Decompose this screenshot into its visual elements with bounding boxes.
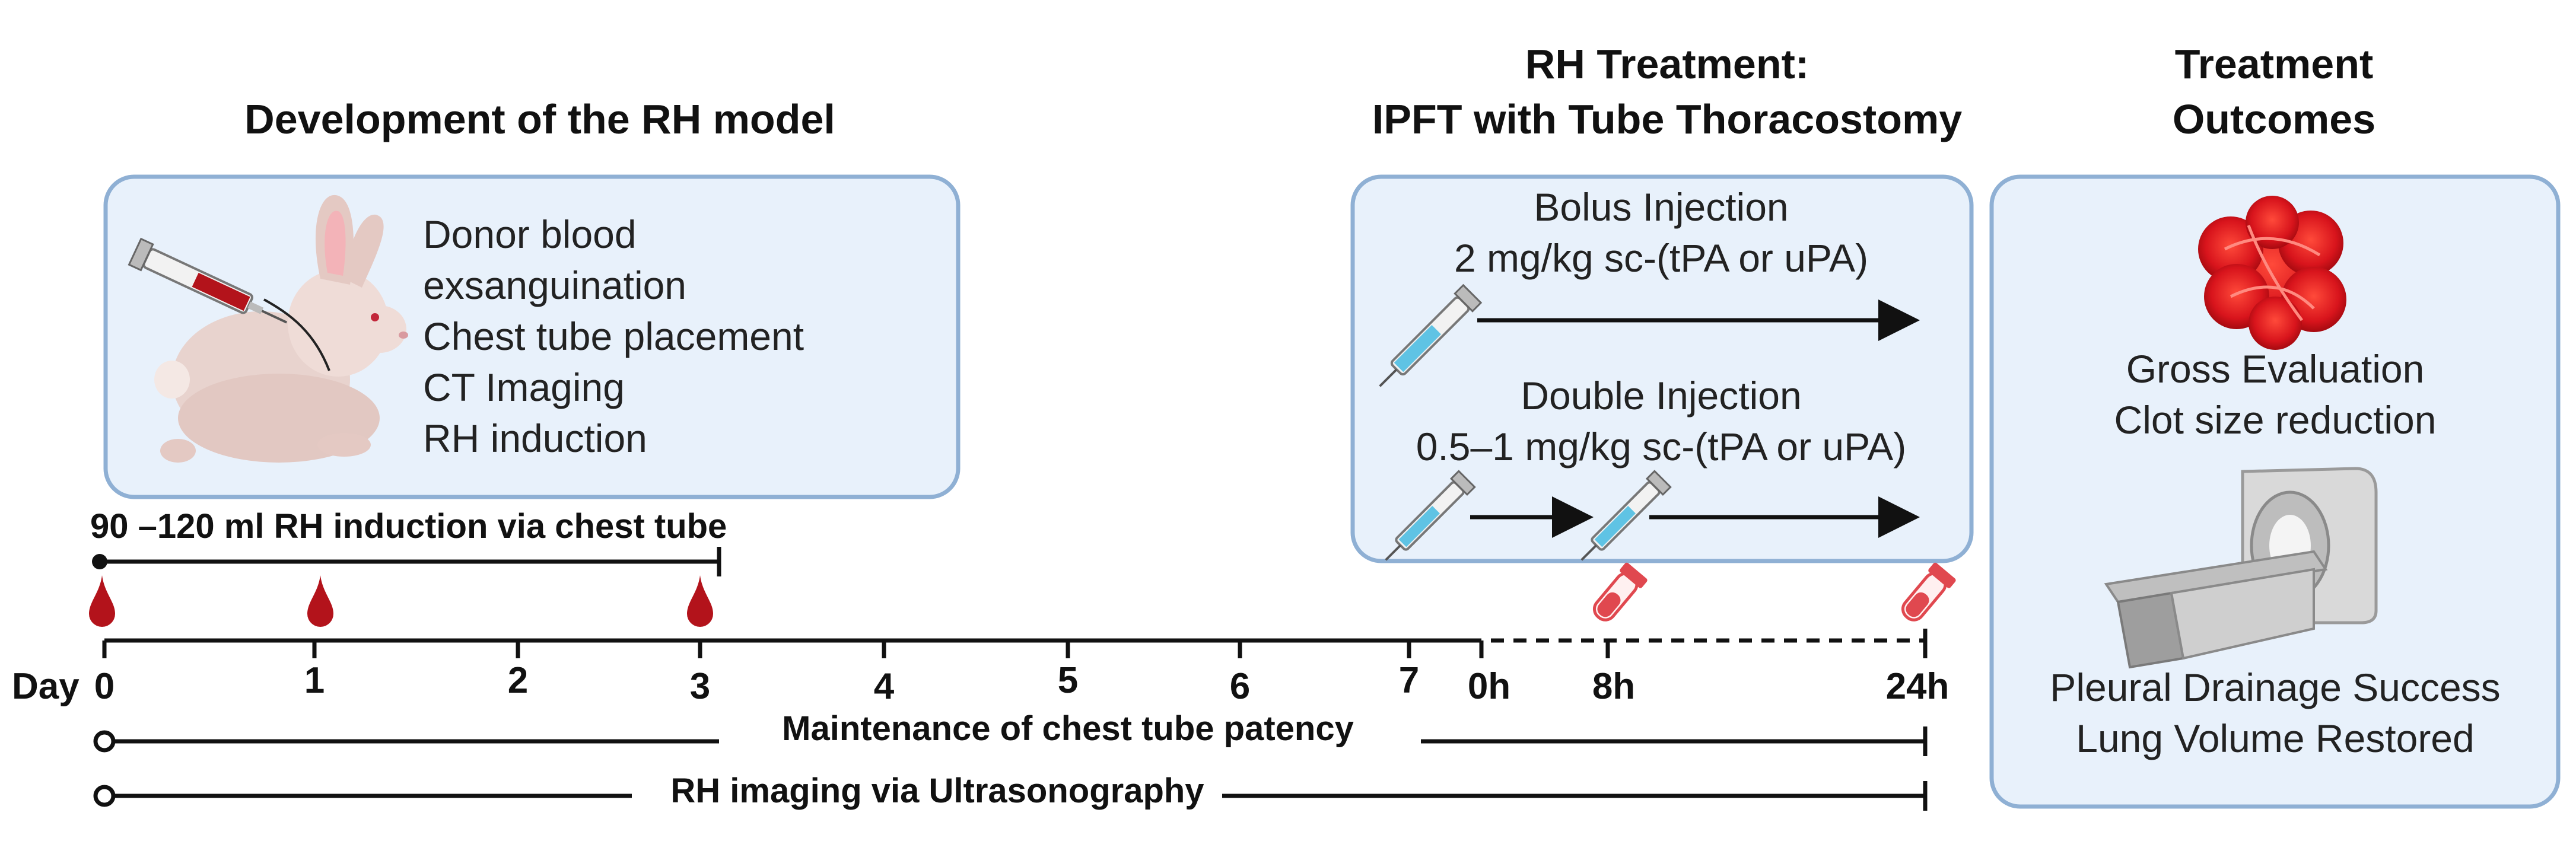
- day-tick-label-3: 3: [690, 666, 710, 707]
- maintenance-start-marker: [93, 730, 116, 753]
- hour-tick-label-0h: 0h: [1468, 666, 1510, 707]
- gross-evaluation-label: Gross Evaluation: [2126, 347, 2425, 391]
- sample-tube-8h-icon: [1592, 562, 1648, 622]
- treatment-box: [1350, 174, 1974, 563]
- ct-scanner-icon: [2104, 467, 2378, 669]
- double-syringe-2-icon: [1580, 470, 1672, 561]
- day-tick-label-0: 0: [94, 666, 115, 707]
- model-step-5: RH induction: [423, 416, 647, 460]
- day-prefix-label: Day: [12, 666, 79, 707]
- model-step-1: Donor blood: [423, 212, 637, 256]
- maintenance-label: Maintenance of chest tube patency: [782, 709, 1354, 748]
- day-tick-label-7: 7: [1399, 660, 1419, 701]
- bolus-title: Bolus Injection: [1534, 185, 1788, 229]
- induction-label: 90 –120 ml RH induction via chest tube: [90, 507, 727, 546]
- pleural-drainage-label: Pleural Drainage Success: [2050, 665, 2500, 709]
- bolus-dose: 2 mg/kg sc-(tPA or uPA): [1454, 236, 1868, 280]
- lung-volume-label: Lung Volume Restored: [2076, 716, 2474, 760]
- model-step-4: CT Imaging: [423, 365, 625, 409]
- day-tick-label-4: 4: [874, 666, 895, 707]
- blood-drop-day3-icon: [687, 575, 713, 627]
- bolus-syringe-icon: [1379, 283, 1483, 387]
- sample-tube-24h-icon: [1901, 562, 1956, 622]
- imaging-label: RH imaging via Ultrasonography: [670, 772, 1204, 810]
- blood-drop-day0-icon: [89, 575, 115, 627]
- double-title: Double Injection: [1521, 374, 1801, 418]
- day-tick-label-5: 5: [1058, 660, 1078, 701]
- outcomes-section-title-line2: Outcomes: [2173, 96, 2375, 142]
- day-tick-label-6: 6: [1230, 666, 1250, 707]
- model-section-title: Development of the RH model: [244, 96, 835, 142]
- blood-clot-icon: [2198, 196, 2346, 350]
- day-tick-label-1: 1: [304, 660, 325, 701]
- hour-tick-label-8h: 8h: [1592, 666, 1635, 707]
- outcomes-section-title-line1: Treatment: [2175, 41, 2374, 87]
- model-step-3: Chest tube placement: [423, 314, 804, 358]
- hour-tick-label-24h: 24h: [1886, 666, 1950, 707]
- treatment-section-title-line1: RH Treatment:: [1525, 41, 1809, 87]
- model-step-2: exsanguination: [423, 263, 686, 307]
- rabbit-icon: [154, 195, 408, 463]
- treatment-section-title-line2: IPFT with Tube Thoracostomy: [1372, 96, 1962, 142]
- double-dose: 0.5–1 mg/kg sc-(tPA or uPA): [1416, 425, 1907, 469]
- day-tick-marks: [102, 629, 1928, 658]
- blood-drop-day1-icon: [307, 575, 333, 627]
- imaging-start-marker: [93, 785, 116, 807]
- tubing-line: [263, 298, 330, 371]
- clot-size-label: Clot size reduction: [2114, 398, 2437, 442]
- blood-syringe-icon: [128, 237, 288, 324]
- double-syringe-1-icon: [1385, 470, 1476, 561]
- day-tick-label-2: 2: [508, 660, 528, 701]
